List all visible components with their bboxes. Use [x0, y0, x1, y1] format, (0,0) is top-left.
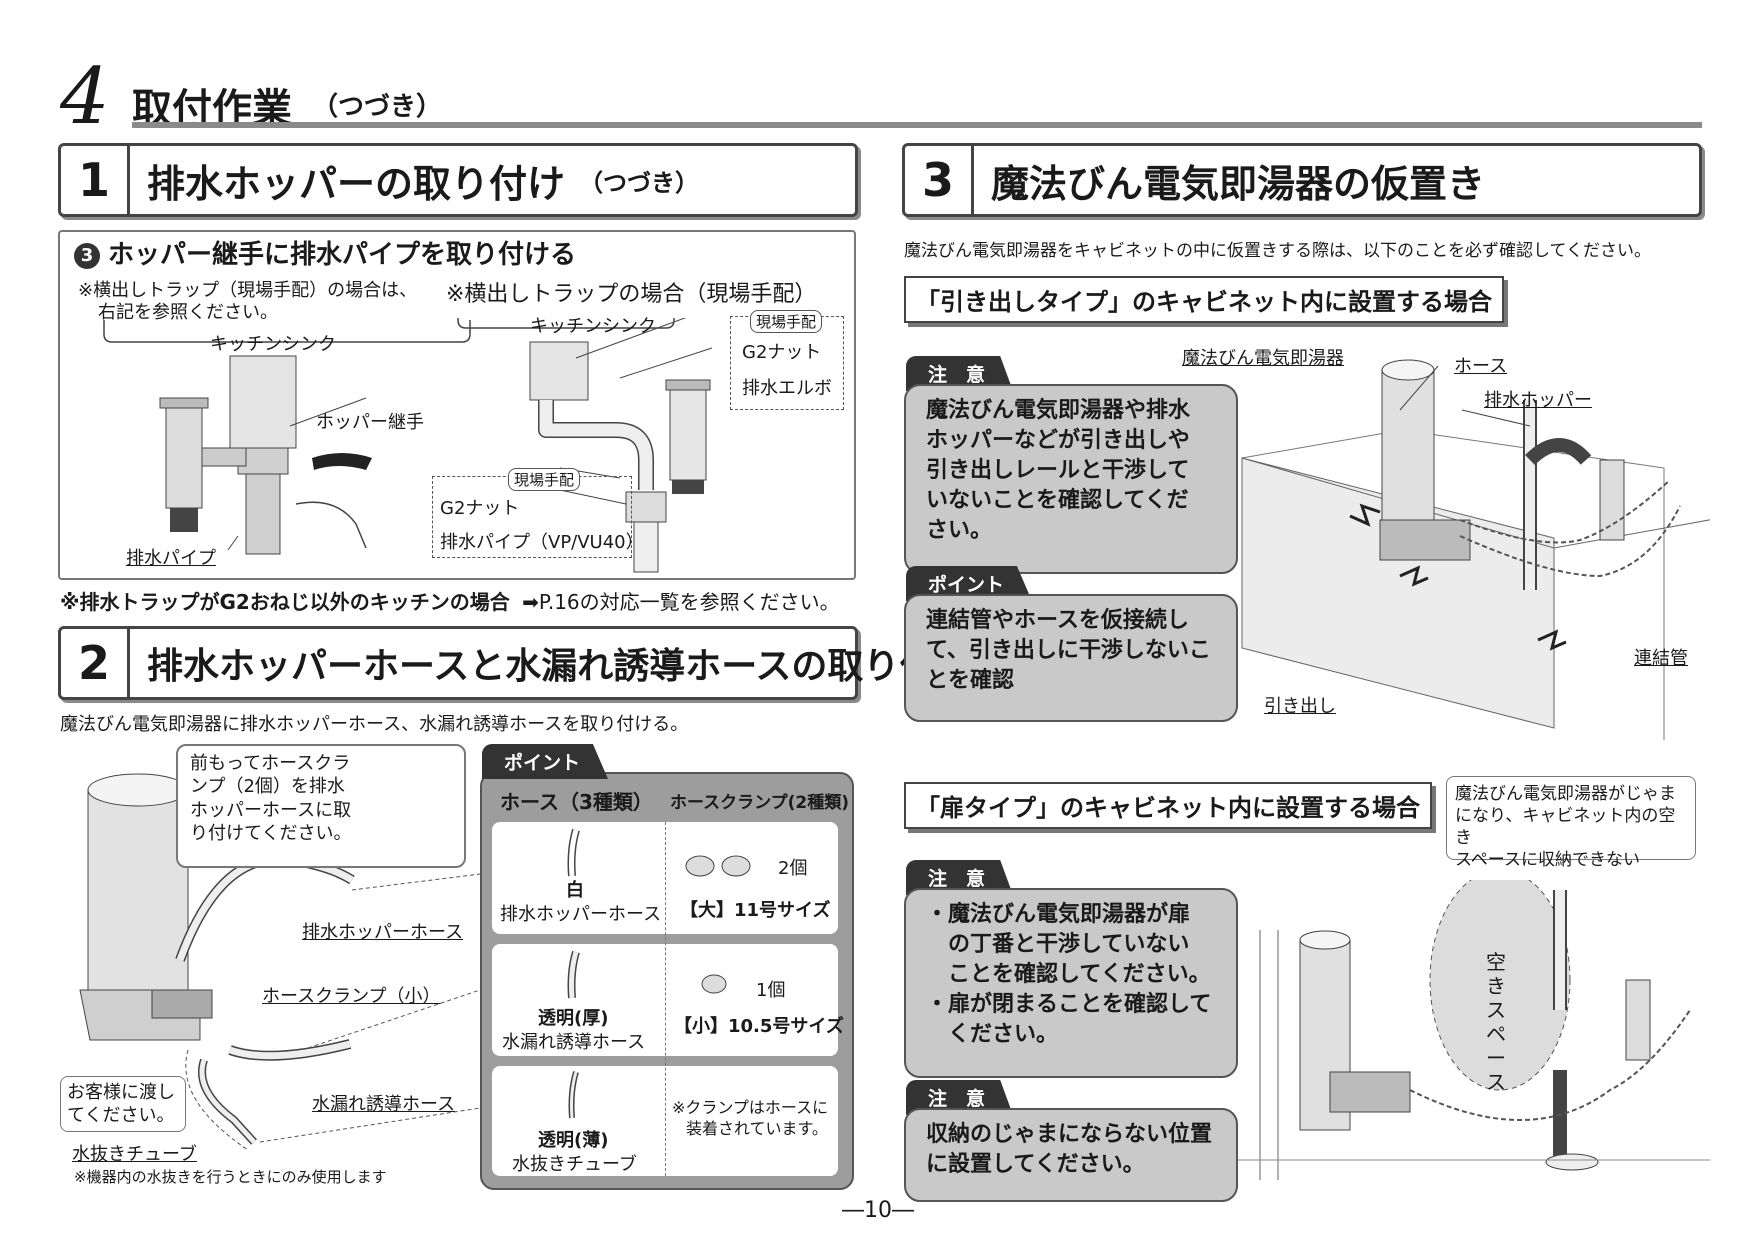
- side-trap-title: ※横出しトラップの場合（現場手配）: [446, 282, 817, 307]
- leak-hose-label: 水漏れ誘導ホース: [312, 1094, 456, 1115]
- hose-icons: [567, 828, 751, 1119]
- drain-pipe-vp-label: 排水パイプ（VP/VU40）: [440, 532, 644, 553]
- drain-hopper-label: 排水ホッパー: [1484, 390, 1592, 411]
- section-1-number: 1: [61, 146, 130, 214]
- connecting-pipe-label: 連結管: [1634, 648, 1688, 669]
- hopper-hose-label: 排水ホッパーホース: [302, 922, 464, 943]
- drain-tube-note: ※機器内の水抜きを行うときにのみ使用します: [74, 1168, 387, 1186]
- section-3-number: 3: [905, 146, 974, 214]
- drain-pipe-label: 排水パイプ: [126, 548, 216, 569]
- heater-label: 魔法びん電気即湯器: [1182, 348, 1344, 369]
- hose-2-color: 透明(厚): [538, 1008, 609, 1029]
- hose-column-header: ホース（3種類）: [500, 790, 653, 814]
- site-supply-label-top: 現場手配: [750, 310, 823, 333]
- door-note-box: 魔法びん電気即湯器がじゃまになり、キャビネット内の空きスペースに収納できない: [1446, 776, 1696, 870]
- section-3-intro: 魔法びん電気即湯器をキャビネットの中に仮置きする際は、以下のことを必ず確認してく…: [904, 241, 1651, 261]
- clamp-3-note: ※クランプはホースに装着されています。: [672, 1098, 829, 1138]
- drain-elbow-label: 排水エルボ: [742, 378, 832, 399]
- g2-nut-label-top: G2ナット: [742, 342, 822, 363]
- column-divider: [665, 822, 666, 1176]
- side-trap-note-2: 右記を参照ください。: [98, 302, 278, 323]
- caution-callout-2: ・魔法びん電気即湯器が扉 の丁番と干渉していない ことを確認してください。・扉が…: [904, 888, 1238, 1078]
- section-1-illustration: [103, 318, 713, 573]
- footnote-page-ref: ➡P.16の対応一覧を参照ください。: [522, 590, 840, 614]
- clamp-1-size: 【大】11号サイズ: [680, 900, 831, 921]
- hose-1-name: 排水ホッパーホース: [500, 904, 662, 925]
- section-2-number: 2: [61, 629, 130, 697]
- section-1-title: 排水ホッパーの取り付け（つづき）: [147, 161, 700, 206]
- free-space-label: 空きスペース: [1486, 950, 1506, 1094]
- caution-callout-3: 収納のじゃまにならない位置に設置してください。: [904, 1108, 1238, 1202]
- header-rule: [132, 122, 1702, 128]
- side-trap-note-1: ※横出しトラップ（現場手配）の場合は、: [78, 280, 418, 301]
- clamp-2-size: 【小】10.5号サイズ: [674, 1016, 844, 1037]
- section-2-header: 2 排水ホッパーホースと水漏れ誘導ホースの取り付け: [58, 626, 971, 700]
- clamp-column-header: ホースクランプ(2種類): [670, 793, 850, 813]
- door-type-heading: 「扉タイプ」のキャビネット内に設置する場合: [904, 782, 1432, 829]
- hose-clamp-bubble: [176, 744, 466, 868]
- drawer-cabinet-illustration: [1241, 359, 1710, 740]
- kitchen-sink-label-right: キッチンシンク: [530, 316, 656, 337]
- g2-nut-label-bottom: G2ナット: [440, 498, 520, 519]
- hose-clamp-small-label: ホースクランプ（小）: [262, 986, 441, 1007]
- hose-1-color: 白: [566, 880, 584, 901]
- hose-2-name: 水漏れ誘導ホース: [502, 1032, 646, 1053]
- page-number: ―10―: [842, 1198, 914, 1223]
- clamp-1-count: 2個: [778, 858, 808, 879]
- drawer-type-heading: 「引き出しタイプ」のキャビネット内に設置する場合: [904, 276, 1504, 323]
- section-1-panel: [58, 230, 856, 580]
- hose-3-color: 透明(薄): [538, 1130, 609, 1151]
- door-cabinet-illustration: [1200, 880, 1710, 1180]
- drain-tube-label: 水抜きチューブ: [72, 1144, 197, 1165]
- point-callout: 連結管やホースを仮接続して、引き出しに干渉しないことを確認: [904, 594, 1238, 722]
- chapter-number: 4: [60, 52, 110, 142]
- hose-label: ホース: [1454, 356, 1508, 377]
- section-1-header: 1 排水ホッパーの取り付け（つづき）: [58, 143, 858, 217]
- hose-clamp-bubble-text: 前もってホースクランプ（2個）を排水ホッパーホースに取り付けてください。: [190, 753, 352, 845]
- caution-callout-1: 魔法びん電気即湯器や排水ホッパーなどが引き出しや引き出しレールと干渉していないこ…: [904, 384, 1238, 574]
- kitchen-sink-label-left: キッチンシンク: [210, 334, 336, 355]
- hose-3-name: 水抜きチューブ: [512, 1154, 637, 1175]
- site-supply-label-bottom: 現場手配: [508, 468, 581, 491]
- clamp-2-count: 1個: [756, 980, 786, 1001]
- section-2-intro: 魔法びん電気即湯器に排水ホッパーホース、水漏れ誘導ホースを取り付ける。: [60, 714, 689, 735]
- drawer-label: 引き出し: [1264, 696, 1336, 717]
- trap-footnote: ※排水トラップがG2おねじ以外のキッチンの場合 ➡P.16の対応一覧を参照くださ…: [60, 590, 840, 614]
- chapter-subtitle: （つづき）: [312, 92, 443, 122]
- point-tag-section-2: ポイント: [482, 744, 609, 779]
- customer-note-box: お客様に渡してください。: [60, 1076, 186, 1132]
- step-badge: 3: [74, 242, 100, 269]
- hopper-joint-label: ホッパー継手: [316, 412, 424, 433]
- section-2-title: 排水ホッパーホースと水漏れ誘導ホースの取り付け: [147, 646, 972, 687]
- section-3-header: 3 魔法びん電気即湯器の仮置き: [902, 143, 1702, 217]
- section-3-title: 魔法びん電気即湯器の仮置き: [991, 161, 1486, 206]
